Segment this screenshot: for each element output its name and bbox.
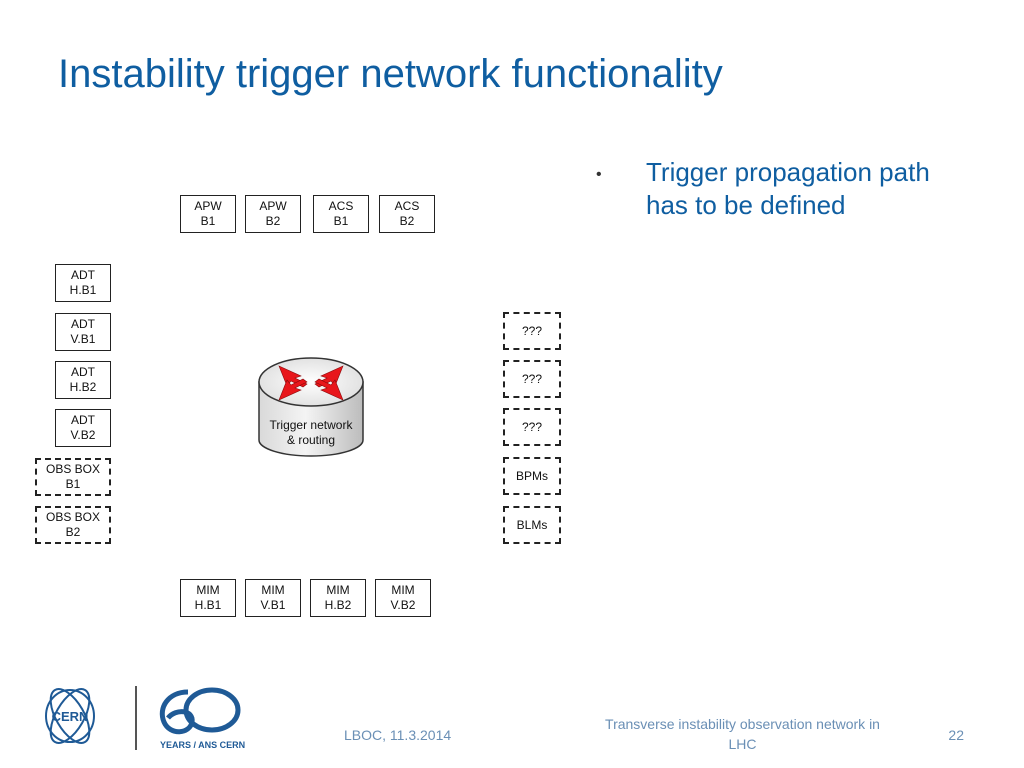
box-line1: ACS [328,199,354,213]
box-line2: B2 [265,214,281,228]
slide-title: Instability trigger network functionalit… [58,52,723,96]
mim-vb2-box: MIM V.B2 [375,579,431,617]
mim-hb1-box: MIM H.B1 [180,579,236,617]
router-arrows [278,365,344,401]
box-line1: ??? [521,323,543,338]
page-number: 22 [948,727,964,743]
acs-b2-box: ACS B2 [379,195,435,233]
obs-box-b1: OBS BOX B1 [35,458,111,496]
box-line2: H.B1 [194,598,222,612]
unknown-box-3: ??? [503,408,561,446]
anniversary-logo [159,687,241,735]
box-line1: APW [259,199,287,213]
box-line1: MIM [261,583,285,597]
box-line2: H.B2 [69,380,97,394]
adt-hb2-box: ADT H.B2 [55,361,111,399]
router-label-line2: & routing [287,433,335,447]
adt-vb2-box: ADT V.B2 [55,409,111,447]
box-line1: OBS BOX [45,462,101,476]
box-line2: B1 [65,477,81,491]
mim-hb2-box: MIM H.B2 [310,579,366,617]
bpms-box: BPMs [503,457,561,495]
box-line2: B2 [65,525,81,539]
acs-b1-box: ACS B1 [313,195,369,233]
bullet-marker: • [596,166,602,183]
footer-logos: CERN YEARS / ANS CERN [40,680,260,757]
box-line1: BLMs [516,517,548,532]
unknown-box-2: ??? [503,360,561,398]
box-line1: MIM [391,583,415,597]
adt-hb1-box: ADT H.B1 [55,264,111,302]
unknown-box-1: ??? [503,312,561,350]
apw-b1-box: APW B1 [180,195,236,233]
footer-document-title: Transverse instability observation netwo… [605,716,880,752]
box-line2: B1 [333,214,349,228]
box-line1: ADT [71,413,95,427]
box-line1: MIM [326,583,350,597]
box-line1: ADT [71,268,95,282]
cern-logo-text: CERN [52,709,89,724]
box-line1: ADT [71,365,95,379]
cern-logo: CERN YEARS / ANS CERN [45,686,245,750]
router-icon: Trigger network & routing [258,357,364,457]
obs-box-b2: OBS BOX B2 [35,506,111,544]
anniversary-logo-text: YEARS / ANS CERN [160,740,245,750]
box-line1: ??? [521,371,543,386]
box-line2: H.B2 [324,598,352,612]
box-line2: V.B2 [390,598,416,612]
box-line2: H.B1 [69,283,97,297]
box-line1: ??? [521,419,543,434]
box-line1: ACS [394,199,420,213]
box-line2: V.B2 [70,428,96,442]
bullet-item: Trigger propagation path has to be defin… [646,157,930,220]
box-line2: B2 [399,214,415,228]
apw-b2-box: APW B2 [245,195,301,233]
box-line1: BPMs [515,468,548,483]
router-label-line1: Trigger network [270,418,354,432]
box-line2: B1 [200,214,216,228]
box-line1: APW [194,199,222,213]
mim-vb1-box: MIM V.B1 [245,579,301,617]
box-line1: OBS BOX [45,510,101,524]
box-line2: V.B1 [70,332,96,346]
box-line2: V.B1 [260,598,286,612]
box-line1: MIM [196,583,220,597]
blms-box: BLMs [503,506,561,544]
box-line1: ADT [71,317,95,331]
footer-date: LBOC, 11.3.2014 [344,727,452,743]
adt-vb1-box: ADT V.B1 [55,313,111,351]
